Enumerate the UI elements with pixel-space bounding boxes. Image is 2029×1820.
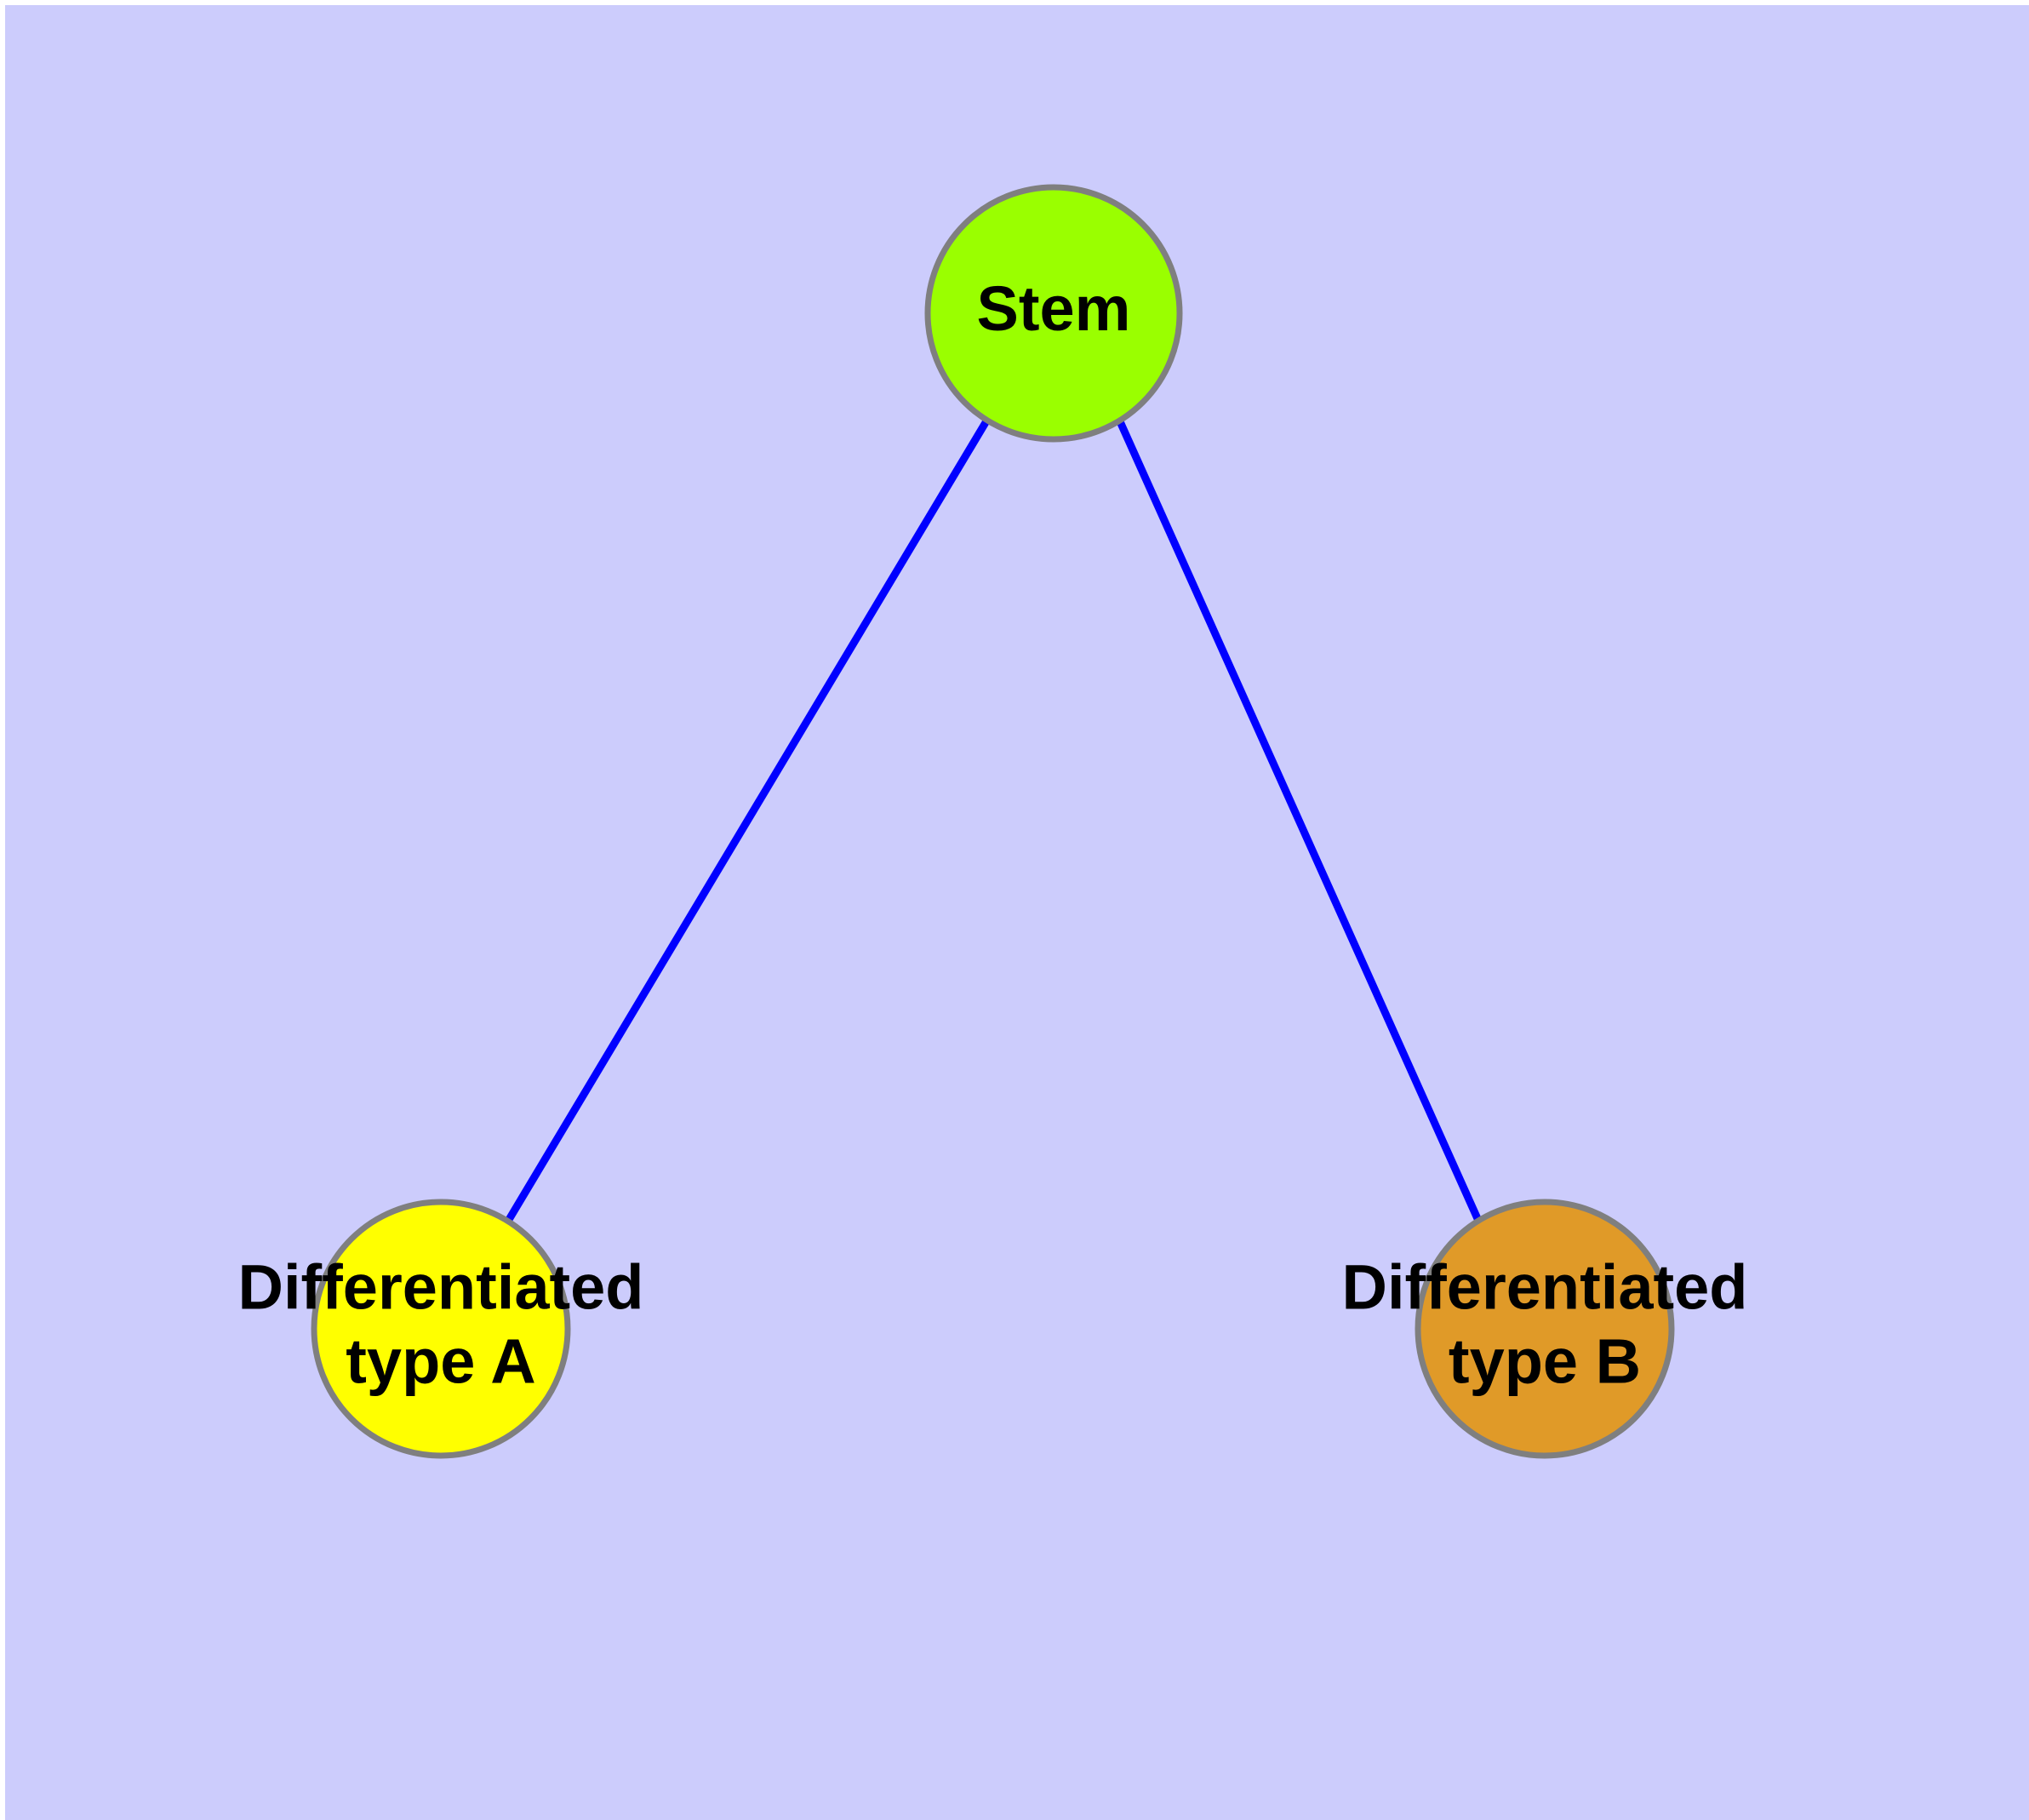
node-differentiated-type-a-circle[interactable] bbox=[311, 1199, 571, 1459]
node-stem-label: Stem bbox=[977, 273, 1131, 344]
node-stem-circle[interactable] bbox=[924, 184, 1183, 443]
edge-stem-to-differentiated-type-b[interactable] bbox=[1115, 418, 1483, 1224]
node-stem[interactable]: Stem bbox=[924, 184, 1183, 443]
edge-stem-to-differentiated-type-a[interactable] bbox=[504, 417, 991, 1225]
node-differentiated-type-b-circle[interactable] bbox=[1415, 1199, 1675, 1459]
edge-layer bbox=[504, 417, 1483, 1225]
